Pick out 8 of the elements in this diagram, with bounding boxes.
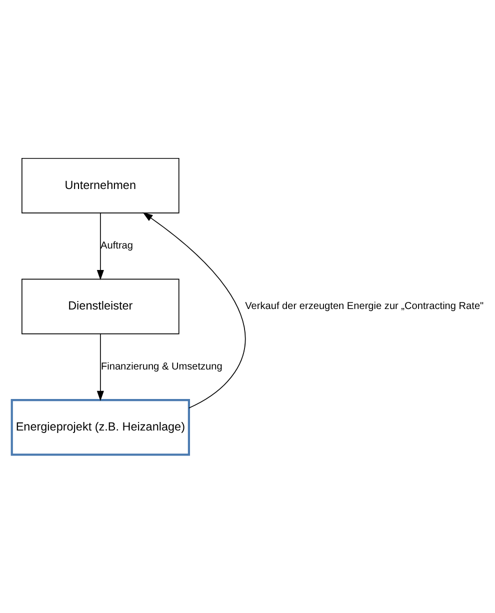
edge-label: Finanzierung & Umsetzung bbox=[100, 362, 222, 373]
node-box: Unternehmen bbox=[22, 158, 180, 214]
arrow bbox=[96, 212, 104, 280]
node-box: Energieprojekt (z.B. Heizanlage) bbox=[10, 399, 190, 456]
node-box: Dienstleister bbox=[22, 278, 180, 334]
edge-label: Verkauf der erzeugten Energie zur „Contracting Rate" bbox=[245, 301, 484, 312]
arrow bbox=[142, 212, 246, 408]
arrow bbox=[96, 333, 104, 401]
